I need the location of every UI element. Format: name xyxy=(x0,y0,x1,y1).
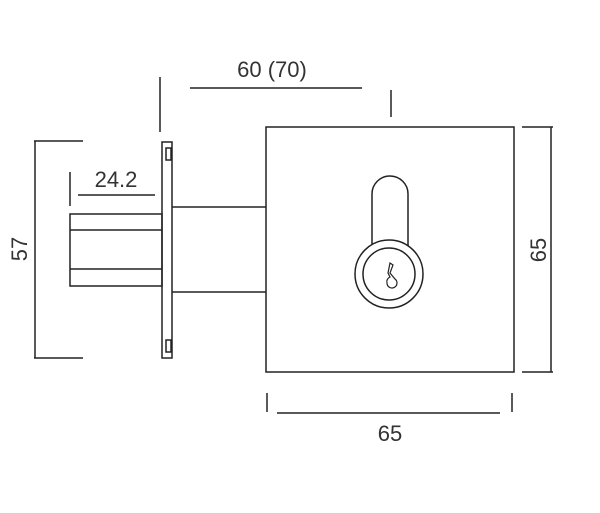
mounting-plate xyxy=(161,141,173,359)
dimension-57: 57 xyxy=(7,140,83,359)
neck xyxy=(172,206,266,293)
lock-body xyxy=(265,126,515,373)
dimension-60-70-label: 60 (70) xyxy=(237,57,307,82)
dimension-65-height-label: 65 xyxy=(526,238,551,262)
cylinder xyxy=(69,213,163,287)
dimension-65-width-label: 65 xyxy=(378,421,402,446)
dimension-65-width: 65 xyxy=(266,393,513,446)
dimension-24-2-label: 24.2 xyxy=(95,167,138,192)
dimension-57-label: 57 xyxy=(7,237,32,261)
keyhole-icon xyxy=(354,175,424,309)
dimension-60-70: 60 (70) xyxy=(159,57,392,132)
dimension-24-2: 24.2 xyxy=(69,167,155,206)
dimension-65-height: 65 xyxy=(522,126,553,373)
